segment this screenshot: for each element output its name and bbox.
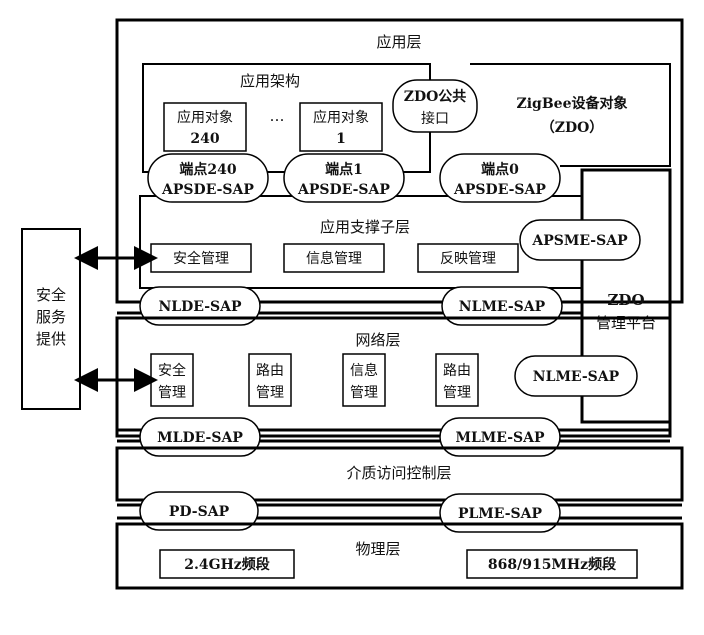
endpoint-1-label: 端点1 <box>325 161 363 178</box>
app-framework-label: 应用架构 <box>240 72 300 90</box>
apsme-sap-label: APSME-SAP <box>531 233 628 249</box>
pd-sap: PD-SAP <box>139 491 259 531</box>
zdo-platform-line1: ZDO <box>607 291 644 309</box>
app-object-240: 应用对象 240 <box>163 102 247 152</box>
mac-layer-label: 介质访问控制层 <box>346 464 451 482</box>
aps-security-mgmt-label: 安全管理 <box>173 250 229 267</box>
nwk-routing-mgmt-1: 路由 管理 <box>248 353 292 407</box>
nlme-sap-top: NLME-SAP <box>441 286 563 326</box>
aps-reflection-mgmt: 反映管理 <box>417 243 519 273</box>
band-2-4ghz-label: 2.4GHz频段 <box>184 556 270 573</box>
aps-info-mgmt-label: 信息管理 <box>306 250 362 267</box>
nwk-security-mgmt: 安全 管理 <box>150 353 194 407</box>
app-object-1-line1: 应用对象 <box>313 109 369 126</box>
physical-layer: 物理层 <box>115 522 684 590</box>
security-provider-line1: 安全 <box>36 286 66 304</box>
nwk-routing-mgmt-1-line2: 管理 <box>256 385 284 401</box>
security-provider-line3: 提供 <box>36 330 66 348</box>
zdo-object: ZigBee设备对象 （ZDO） <box>470 63 671 167</box>
nwk-security-mgmt-line2: 管理 <box>158 385 186 401</box>
zdo-object-line2: （ZDO） <box>541 120 604 136</box>
nwk-routing-mgmt-1-line1: 路由 <box>256 363 284 379</box>
network-layer-label: 网络层 <box>355 331 400 349</box>
nwk-routing-mgmt-2-line1: 路由 <box>443 363 471 379</box>
nlde-sap: NLDE-SAP <box>139 286 261 326</box>
nwk-security-mgmt-line1: 安全 <box>158 362 186 379</box>
plme-sap-label: PLME-SAP <box>458 506 543 522</box>
nlme-sap-top-label: NLME-SAP <box>459 299 546 315</box>
plme-sap: PLME-SAP <box>439 493 561 533</box>
nwk-info-mgmt-line1: 信息 <box>350 362 378 379</box>
application-layer-label: 应用层 <box>376 33 421 51</box>
security-provider-line2: 服务 <box>36 308 66 326</box>
aps-info-mgmt: 信息管理 <box>283 243 385 273</box>
band-868-915mhz: 868/915MHz频段 <box>466 549 638 579</box>
app-object-1-line2: 1 <box>336 131 346 147</box>
aps-reflection-mgmt-label: 反映管理 <box>440 251 496 267</box>
mlme-sap-label: MLME-SAP <box>455 430 545 446</box>
nwk-routing-mgmt-2: 路由 管理 <box>435 353 479 407</box>
mlde-sap: MLDE-SAP <box>139 417 261 457</box>
app-object-240-line2: 240 <box>190 131 219 147</box>
band-868-915mhz-label: 868/915MHz频段 <box>488 556 616 573</box>
nlme-sap-right-label: NLME-SAP <box>533 369 620 385</box>
endpoint-0-apsde-sap: 端点0 APSDE-SAP <box>439 153 561 203</box>
nwk-info-mgmt: 信息 管理 <box>342 353 386 407</box>
aps-security-mgmt: 安全管理 <box>150 243 252 273</box>
nwk-routing-mgmt-2-line2: 管理 <box>443 385 471 401</box>
endpoint-0-label: 端点0 <box>481 161 519 178</box>
zdo-public-interface: ZDO公共 接口 <box>392 79 478 133</box>
endpoint-0-sap: APSDE-SAP <box>453 182 546 198</box>
mac-layer: 介质访问控制层 <box>115 446 684 502</box>
nlde-sap-label: NLDE-SAP <box>158 299 241 315</box>
app-object-240-line1: 应用对象 <box>177 109 233 126</box>
zdo-public-interface-line1: ZDO公共 <box>404 88 467 105</box>
aps-sublayer: 应用支撑子层 <box>139 195 583 289</box>
endpoint-1-apsde-sap: 端点1 APSDE-SAP <box>283 153 405 203</box>
band-2-4ghz: 2.4GHz频段 <box>159 549 295 579</box>
pd-sap-label: PD-SAP <box>169 504 230 520</box>
endpoint-240-label: 端点240 <box>179 161 236 178</box>
endpoint-240-apsde-sap: 端点240 APSDE-SAP <box>147 153 269 203</box>
physical-layer-label: 物理层 <box>355 540 400 558</box>
zdo-public-interface-line2: 接口 <box>421 110 449 127</box>
aps-sublayer-label: 应用支撑子层 <box>320 218 410 236</box>
mlde-sap-label: MLDE-SAP <box>157 430 243 446</box>
mlme-sap: MLME-SAP <box>439 417 561 457</box>
nwk-info-mgmt-line2: 管理 <box>350 385 378 401</box>
endpoint-240-sap: APSDE-SAP <box>161 182 254 198</box>
app-objects-ellipsis: … <box>270 107 285 125</box>
endpoint-1-sap: APSDE-SAP <box>297 182 390 198</box>
apsme-sap: APSME-SAP <box>519 219 641 261</box>
zdo-object-line1: ZigBee设备对象 <box>517 95 628 112</box>
security-service-provider: 安全 服务 提供 <box>21 228 81 410</box>
nlme-sap-right: NLME-SAP <box>514 355 638 397</box>
app-object-1: 应用对象 1 <box>299 102 383 152</box>
